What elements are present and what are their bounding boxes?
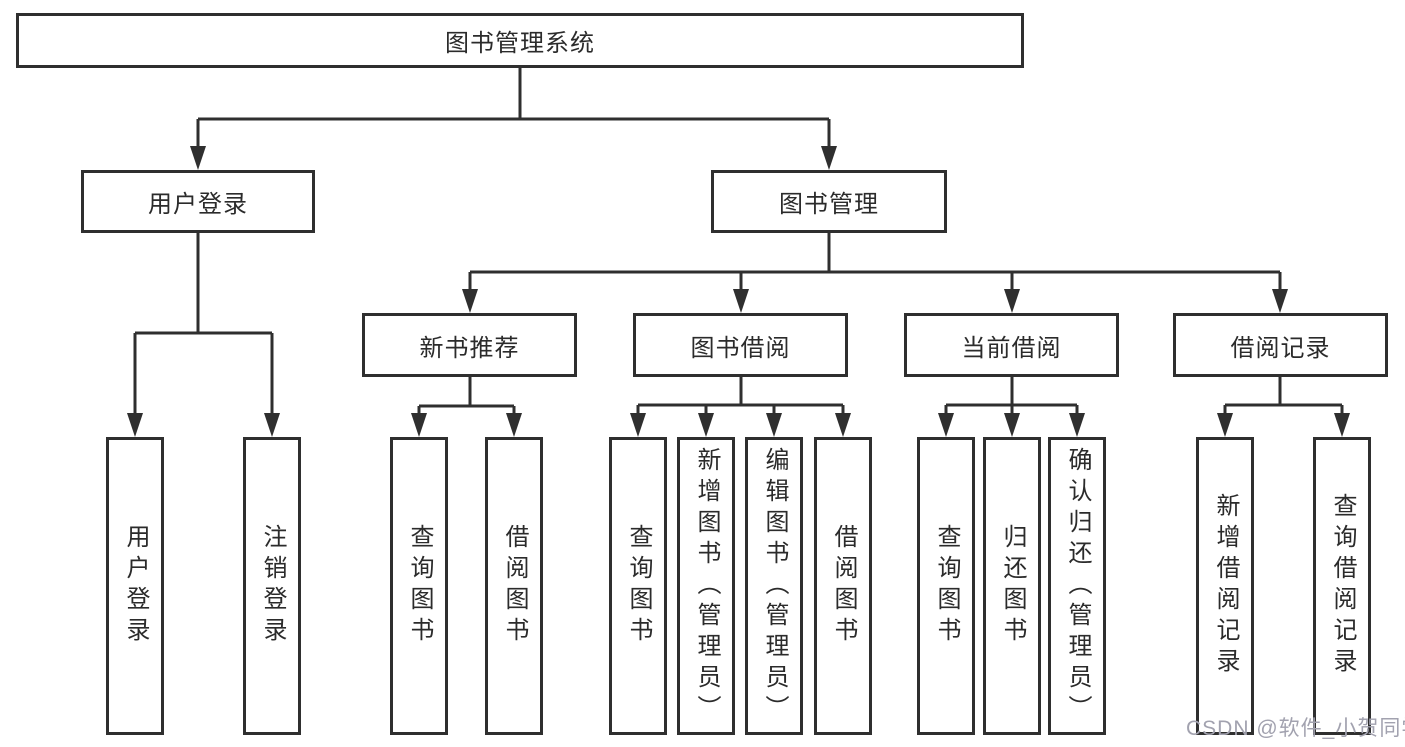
leaf-borrow-books: 借阅图书 bbox=[814, 437, 872, 735]
node-user-login: 用户登录 bbox=[81, 170, 315, 233]
arrowhead-down-icon bbox=[733, 289, 749, 313]
arrowhead-down-icon bbox=[938, 413, 954, 437]
arrowhead-down-icon bbox=[1004, 289, 1020, 313]
watermark: CSDN @软件_小贺同学 bbox=[1186, 717, 1405, 740]
node-label: 当前借阅 bbox=[961, 334, 1062, 362]
leaf-logout: 注销登录 bbox=[243, 437, 301, 735]
node-label: 借阅图书 bbox=[830, 524, 857, 648]
arrowhead-down-icon bbox=[835, 413, 851, 437]
node-root-system: 图书管理系统 bbox=[16, 13, 1024, 68]
node-label: 借阅记录 bbox=[1230, 334, 1331, 362]
branch-user-login bbox=[127, 233, 280, 437]
leaf-return-books: 归还图书 bbox=[983, 437, 1041, 735]
branch-root-to-level2 bbox=[190, 68, 837, 170]
node-label: 查询图书 bbox=[406, 524, 433, 648]
node-label: 编辑图书（管理员） bbox=[761, 446, 788, 726]
node-label: 查询图书 bbox=[933, 524, 960, 648]
arrowhead-down-icon bbox=[190, 146, 206, 170]
branch-borrow-records bbox=[1217, 377, 1350, 437]
node-label: 新增借阅记录 bbox=[1212, 493, 1239, 679]
arrowhead-down-icon bbox=[698, 413, 714, 437]
leaf-confirm-return-admin: 确认归还（管理员） bbox=[1048, 437, 1106, 735]
branch-book-management bbox=[462, 233, 1288, 313]
arrowhead-down-icon bbox=[264, 413, 280, 437]
node-label: 图书借阅 bbox=[690, 334, 791, 362]
arrowhead-down-icon bbox=[1004, 413, 1020, 437]
node-label: 注销登录 bbox=[259, 524, 286, 648]
node-label: 新增图书（管理员） bbox=[693, 446, 720, 726]
leaf-edit-books-admin: 编辑图书（管理员） bbox=[745, 437, 803, 735]
leaf-borrow-books-recommend: 借阅图书 bbox=[485, 437, 543, 735]
leaf-add-books-admin: 新增图书（管理员） bbox=[677, 437, 735, 735]
node-book-borrow: 图书借阅 bbox=[633, 313, 848, 377]
branch-new-book-recommend bbox=[411, 377, 522, 437]
node-label: 归还图书 bbox=[999, 524, 1026, 648]
arrowhead-down-icon bbox=[1069, 413, 1085, 437]
node-new-book-recommend: 新书推荐 bbox=[362, 313, 577, 377]
leaf-user-login: 用户登录 bbox=[106, 437, 164, 735]
node-label: 用户登录 bbox=[122, 524, 149, 648]
arrowhead-down-icon bbox=[1217, 413, 1233, 437]
node-borrow-records: 借阅记录 bbox=[1173, 313, 1388, 377]
leaf-query-books-current: 查询图书 bbox=[917, 437, 975, 735]
branch-current-borrow bbox=[938, 377, 1085, 437]
branch-book-borrow bbox=[630, 377, 851, 437]
arrowhead-down-icon bbox=[766, 413, 782, 437]
arrowhead-down-icon bbox=[1272, 289, 1288, 313]
arrowhead-down-icon bbox=[506, 413, 522, 437]
leaf-query-books-borrow: 查询图书 bbox=[609, 437, 667, 735]
node-label: 图书管理系统 bbox=[445, 30, 595, 57]
node-label: 借阅图书 bbox=[501, 524, 528, 648]
node-label: 新书推荐 bbox=[419, 334, 520, 362]
node-label: 用户登录 bbox=[148, 191, 248, 218]
leaf-query-borrow-record: 查询借阅记录 bbox=[1313, 437, 1371, 735]
node-label: 查询借阅记录 bbox=[1329, 493, 1356, 679]
arrowhead-down-icon bbox=[1334, 413, 1350, 437]
node-label: 图书管理 bbox=[779, 191, 879, 218]
node-current-borrow: 当前借阅 bbox=[904, 313, 1119, 377]
leaf-add-borrow-record: 新增借阅记录 bbox=[1196, 437, 1254, 735]
arrowhead-down-icon bbox=[411, 413, 427, 437]
arrowhead-down-icon bbox=[127, 413, 143, 437]
leaf-query-books-recommend: 查询图书 bbox=[390, 437, 448, 735]
node-label: 确认归还（管理员） bbox=[1064, 446, 1091, 726]
arrowhead-down-icon bbox=[462, 289, 478, 313]
arrowhead-down-icon bbox=[630, 413, 646, 437]
node-label: 查询图书 bbox=[625, 524, 652, 648]
arrowhead-down-icon bbox=[821, 146, 837, 170]
node-book-management: 图书管理 bbox=[711, 170, 947, 233]
